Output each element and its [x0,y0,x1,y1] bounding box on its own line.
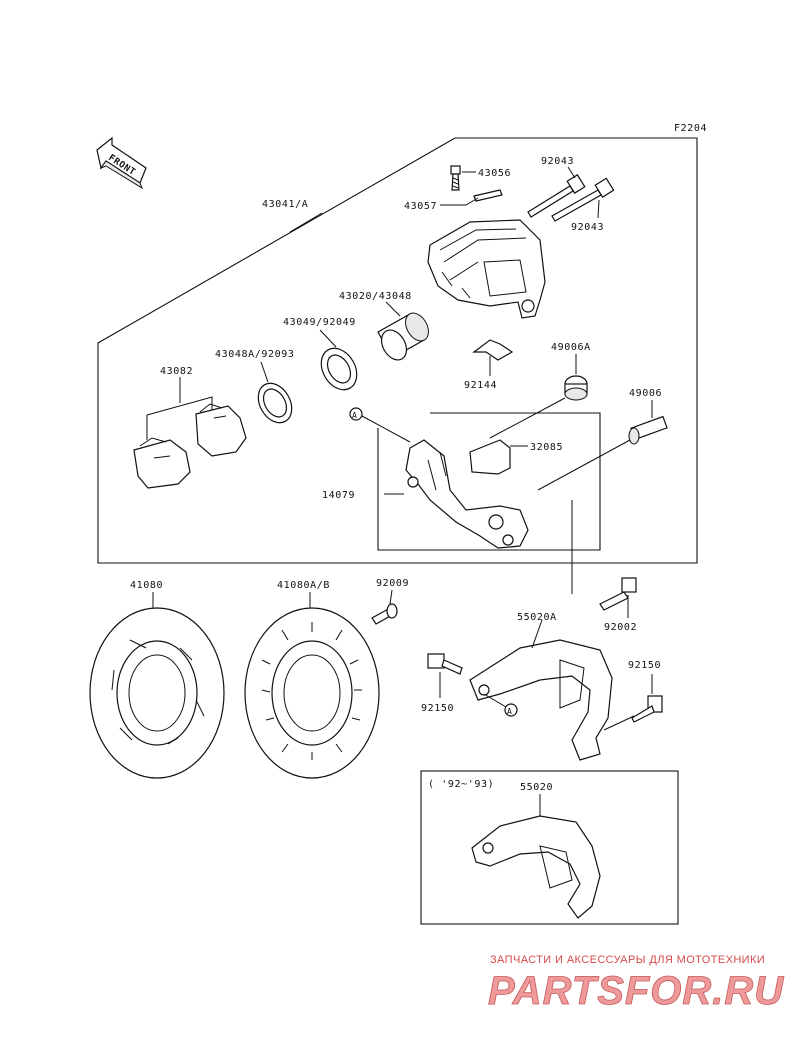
slide-pin-upper [527,174,586,218]
dust-seal [257,382,293,424]
label-92043-lower: 92043 [571,222,604,233]
slide-pin-lower [551,177,615,222]
pad-spring [469,439,511,475]
inset-years: ( '92~'93) [428,779,494,790]
watermark-logo: PARTSFOR.RU [488,969,784,1013]
label-55020a: 55020A [517,612,557,623]
label-92009: 92009 [376,578,409,589]
watermark-tagline: ЗАПЧАСТИ И АКСЕССУАРЫ ДЛЯ МОТОТЕХНИКИ [490,954,765,966]
label-55020: 55020 [520,782,553,793]
label-41080ab: 41080A/B [277,580,330,591]
svg-text:A: A [352,411,357,420]
figure-code: F2204 [674,123,707,134]
disc-screw [371,603,398,625]
anti-rattle-spring [472,339,514,361]
caliper-assy-frame [97,137,698,564]
caliper-bracket-a [469,639,613,761]
caliper-bracket [471,815,601,919]
bolt-right [631,695,663,723]
label-43020: 43020/43048 [339,291,412,302]
bracket-bolt [599,577,637,611]
brake-disc [89,607,225,779]
caliper-body [427,219,546,319]
piston [377,312,429,361]
label-92002: 92002 [604,622,637,633]
svg-text:A: A [507,707,512,716]
label-41080: 41080 [130,580,163,591]
label-92043-upper: 92043 [541,156,574,167]
label-92150-left: 92150 [421,703,454,714]
label-49006: 49006 [629,388,662,399]
brake-pad-outer [133,437,191,489]
boot [628,415,668,445]
label-92150-right: 92150 [628,660,661,671]
ref-marker-a-bottom [504,703,518,717]
bleeder-valve [450,165,461,191]
label-43082: 43082 [160,366,193,377]
label-43056: 43056 [478,168,511,179]
bolt-left [427,653,463,675]
brake-pad-inner [195,403,247,457]
label-43057: 43057 [404,201,437,212]
label-43049: 43049/92049 [283,317,356,328]
holder-frame [377,412,601,551]
label-43041: 43041/A [262,199,308,210]
label-92144: 92144 [464,380,497,391]
label-14079: 14079 [322,490,355,501]
boot-a [564,375,588,401]
piston-seal [320,347,358,391]
label-32085: 32085 [530,442,563,453]
label-49006a: 49006A [551,342,591,353]
ref-marker-a-top [349,407,363,421]
inset-frame [420,770,679,925]
caliper-holder [405,439,529,549]
brake-disc-ab [244,607,380,779]
front-arrow-icon: FRONT [96,136,147,190]
label-43048a: 43048A/92093 [215,349,294,360]
bleeder-cap [473,189,503,202]
